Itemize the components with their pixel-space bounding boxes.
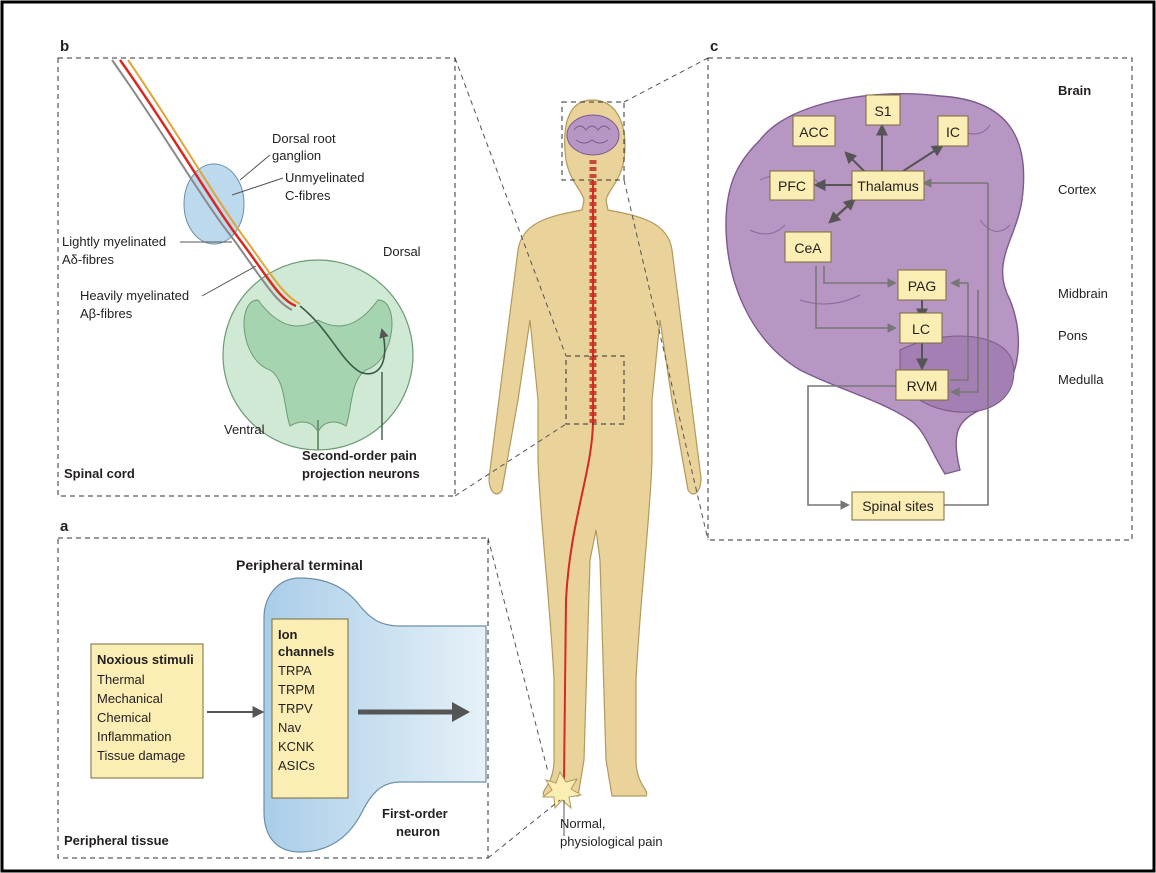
ion-item: Nav: [278, 720, 302, 735]
box-cea: CeA: [785, 232, 831, 262]
svg-text:Dorsal root: Dorsal root: [272, 131, 336, 146]
svg-text:ganglion: ganglion: [272, 148, 321, 163]
svg-text:Aδ-fibres: Aδ-fibres: [62, 252, 115, 267]
ion-title-1: Ion: [278, 627, 298, 642]
svg-text:LC: LC: [912, 321, 930, 337]
svg-text:CeA: CeA: [794, 240, 822, 256]
svg-text:PFC: PFC: [778, 178, 806, 194]
box-pfc: PFC: [770, 171, 814, 200]
pain-label-1: Normal,: [560, 816, 606, 831]
box-acc: ACC: [793, 116, 835, 146]
second-order-label-1: Second-order pain: [302, 448, 417, 463]
svg-text:RVM: RVM: [907, 378, 938, 394]
noxious-item: Thermal: [97, 672, 145, 687]
box-spinal-sites: Spinal sites: [852, 492, 944, 520]
svg-text:PAG: PAG: [908, 278, 937, 294]
panel-c-letter: c: [710, 38, 718, 55]
svg-text:Thalamus: Thalamus: [857, 178, 918, 194]
ventral-label: Ventral: [224, 422, 265, 437]
panel-b-letter: b: [60, 38, 69, 55]
svg-text:Lightly myelinated: Lightly myelinated: [62, 234, 166, 249]
box-ic: IC: [938, 116, 968, 146]
head-brain: [567, 115, 619, 155]
noxious-item: Tissue damage: [97, 748, 185, 763]
ion-item: TRPA: [278, 663, 312, 678]
box-rvm: RVM: [896, 370, 948, 400]
panel-a-letter: a: [60, 518, 69, 535]
noxious-item: Chemical: [97, 710, 151, 725]
pain-label-2: physiological pain: [560, 834, 663, 849]
dorsal-label: Dorsal: [383, 244, 421, 259]
peripheral-terminal-label: Peripheral terminal: [236, 557, 363, 573]
level-pons: Pons: [1058, 328, 1088, 343]
svg-text:Spinal sites: Spinal sites: [862, 498, 934, 514]
second-order-label-2: projection neurons: [302, 466, 420, 481]
svg-text:Heavily myelinated: Heavily myelinated: [80, 288, 189, 303]
noxious-title: Noxious stimuli: [97, 652, 194, 667]
ion-item: KCNK: [278, 739, 314, 754]
first-order-1: First-order: [382, 806, 448, 821]
ion-item: TRPV: [278, 701, 313, 716]
ion-item: ASICs: [278, 758, 315, 773]
level-brain: Brain: [1058, 83, 1091, 98]
box-lc: LC: [900, 313, 942, 343]
svg-text:Aβ-fibres: Aβ-fibres: [80, 306, 133, 321]
box-s1: S1: [866, 95, 900, 125]
level-medulla: Medulla: [1058, 372, 1104, 387]
noxious-item: Mechanical: [97, 691, 163, 706]
noxious-item: Inflammation: [97, 729, 171, 744]
level-midbrain: Midbrain: [1058, 286, 1108, 301]
level-cortex: Cortex: [1058, 182, 1097, 197]
svg-text:IC: IC: [946, 124, 960, 140]
first-order-2: neuron: [396, 824, 440, 839]
svg-text:S1: S1: [874, 103, 891, 119]
box-thalamus: Thalamus: [852, 171, 924, 200]
ion-title-2: channels: [278, 644, 334, 659]
box-pag: PAG: [898, 270, 946, 300]
svg-text:Unmyelinated: Unmyelinated: [285, 170, 365, 185]
svg-text:C-fibres: C-fibres: [285, 188, 331, 203]
svg-text:ACC: ACC: [799, 124, 829, 140]
ion-item: TRPM: [278, 682, 315, 697]
peripheral-tissue-label: Peripheral tissue: [64, 833, 169, 848]
spinal-cord-label: Spinal cord: [64, 466, 135, 481]
